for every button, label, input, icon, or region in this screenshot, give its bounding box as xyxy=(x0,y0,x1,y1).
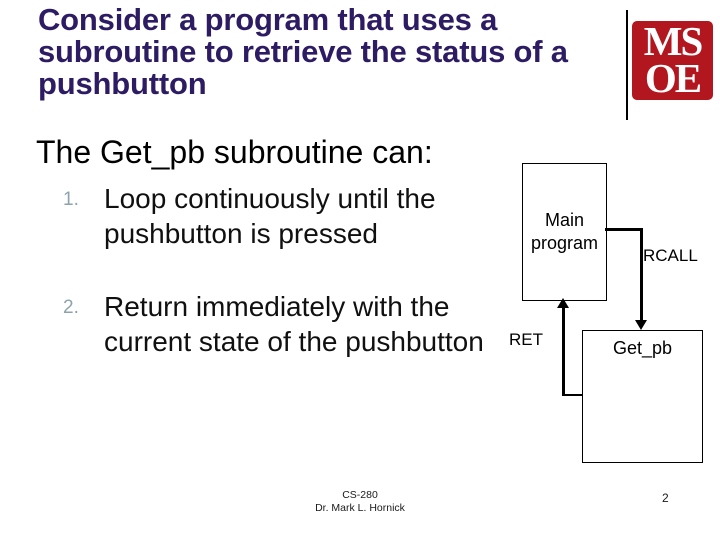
slide-footer: CS-280 Dr. Mark L. Hornick xyxy=(0,489,720,515)
list-item-number: 2. xyxy=(63,297,79,318)
get-pb-box: Get_pb xyxy=(582,330,703,463)
get-pb-label: Get_pb xyxy=(612,338,673,358)
main-program-label: Main program xyxy=(530,210,599,253)
ret-arrow-horizontal-segment xyxy=(562,393,583,396)
footer-author: Dr. Mark L. Hornick xyxy=(315,502,405,514)
logo-text-ms: MS xyxy=(643,18,704,64)
list-item: 1. Loop continuously until the pushbutto… xyxy=(60,181,504,251)
ret-label: RET xyxy=(509,330,543,349)
rcall-arrow-vertical-segment xyxy=(640,228,643,322)
msoe-logo: MS OE xyxy=(632,21,713,100)
rcall-label: RCALL xyxy=(643,246,698,265)
list-item-text: Loop continuously until the pushbutton i… xyxy=(104,183,436,249)
slide-title: Consider a program that uses a subroutin… xyxy=(38,2,568,101)
ret-arrow-vertical-segment xyxy=(562,307,565,396)
main-program-box: Main program xyxy=(522,163,607,301)
page-number: 2 xyxy=(662,491,669,505)
ret-arrowhead-up-icon xyxy=(557,298,569,308)
logo-separator-line xyxy=(626,10,628,120)
rcall-arrow-horizontal-segment xyxy=(605,228,642,231)
list-item-number: 1. xyxy=(63,189,79,210)
logo-text-oe: OE xyxy=(644,55,702,101)
slide-subtitle: The Get_pb subroutine can: xyxy=(36,134,433,170)
list-item: 2. Return immediately with the current s… xyxy=(60,289,504,359)
list-item-text: Return immediately with the current stat… xyxy=(104,291,484,357)
rcall-arrowhead-down-icon xyxy=(635,320,647,330)
footer-course: CS-280 xyxy=(342,489,378,501)
